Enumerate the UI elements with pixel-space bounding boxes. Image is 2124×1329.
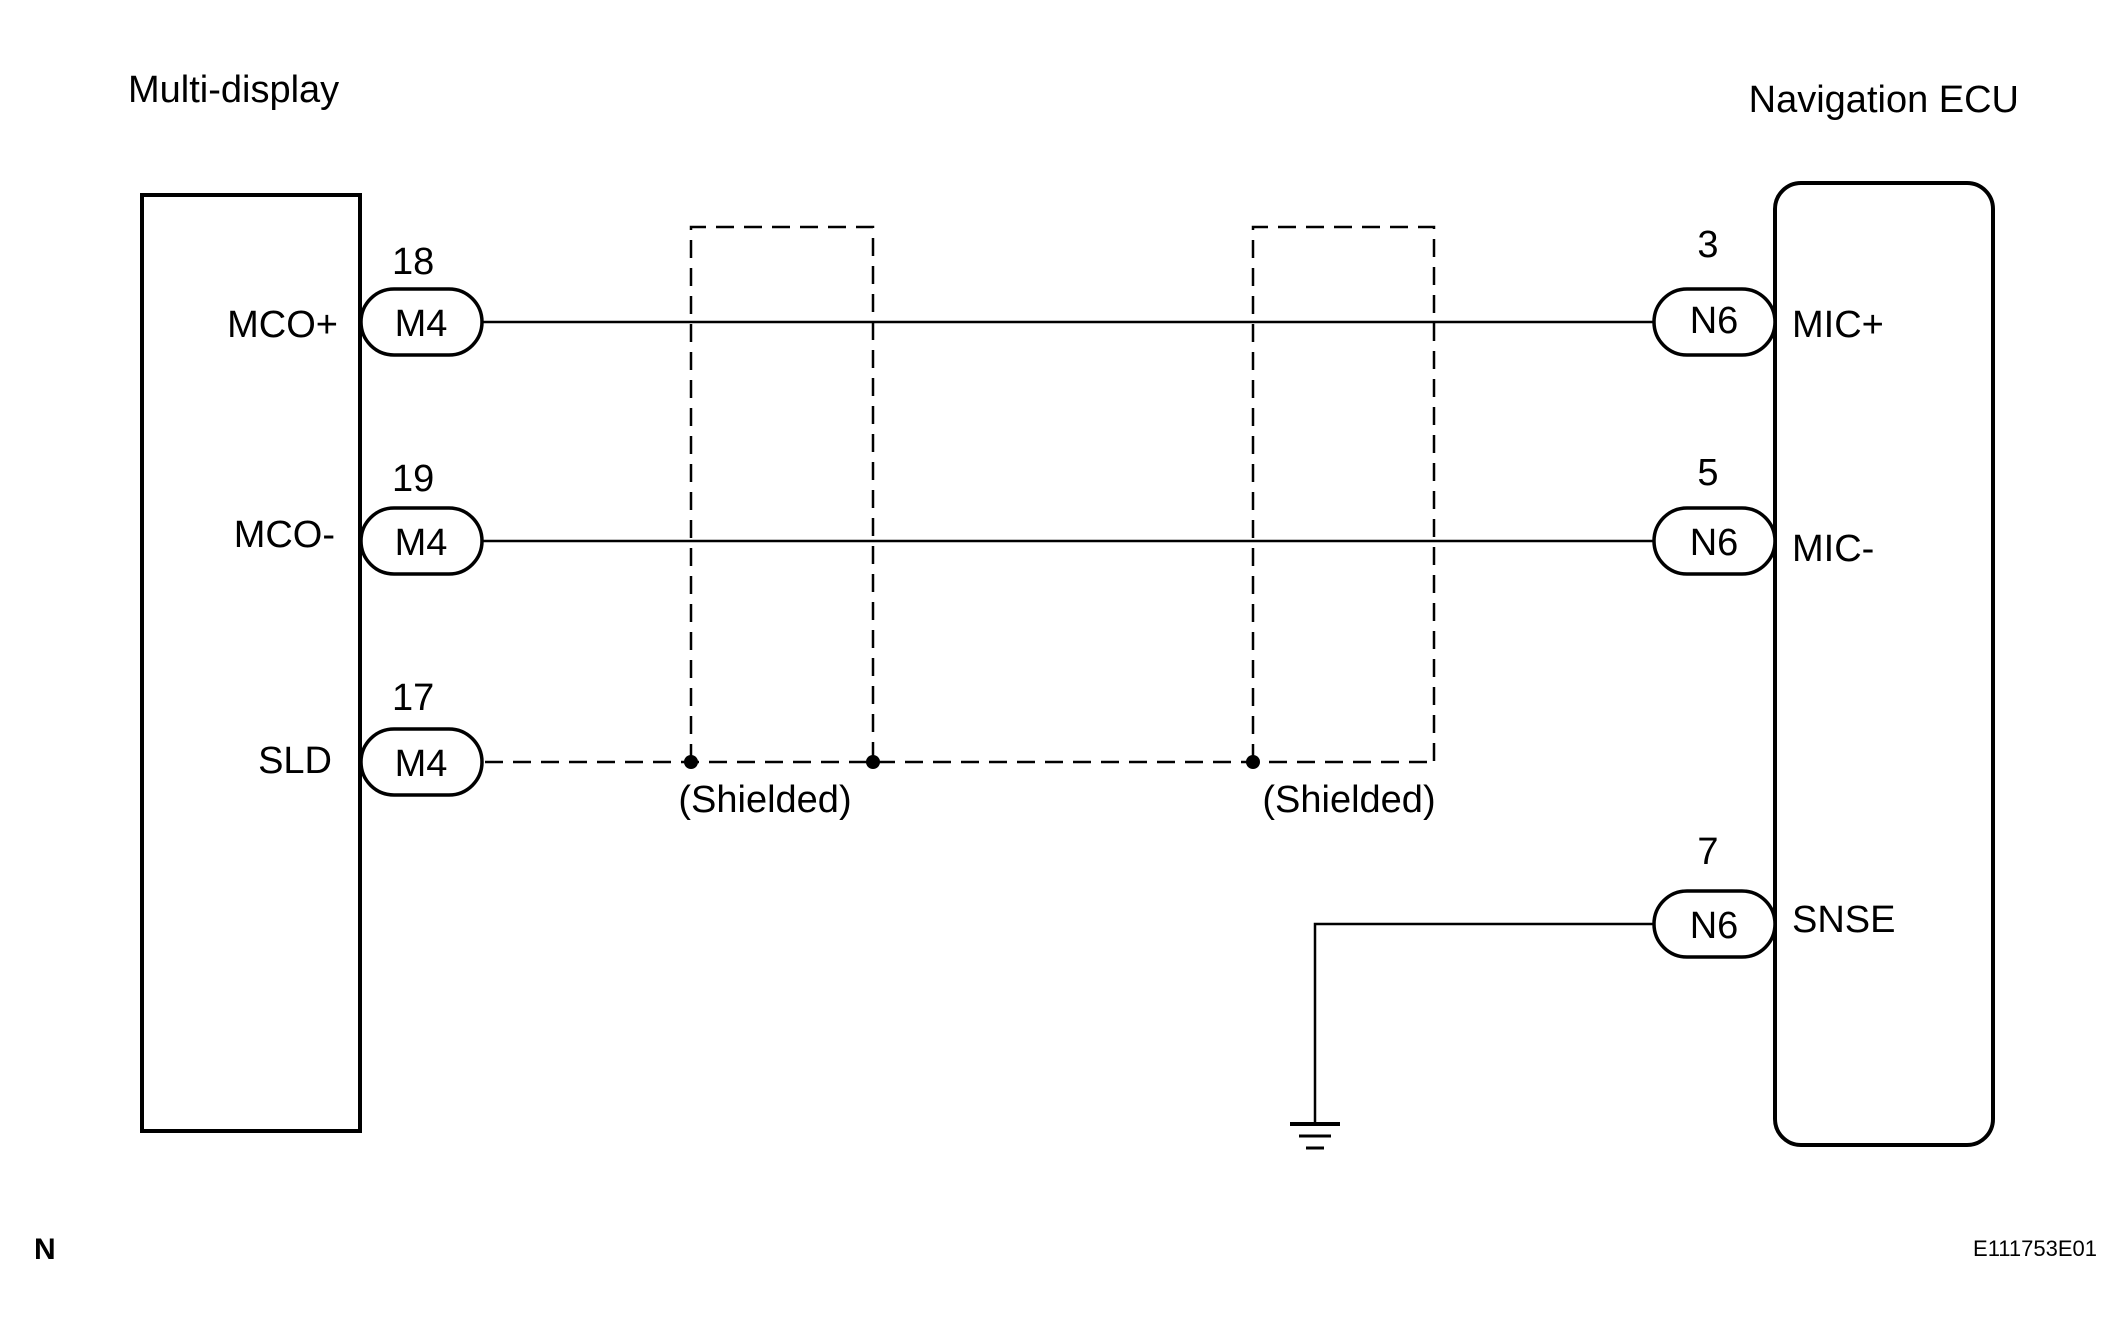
multi-display-box: [140, 193, 362, 1133]
pin-number: 17: [392, 677, 434, 719]
terminal-mic-minus: 5 N6 MIC-: [1652, 452, 1874, 576]
terminal-label: MIC+: [1792, 304, 1884, 346]
pin-number: 7: [1697, 831, 1718, 873]
pin-number: 18: [392, 241, 434, 283]
navigation-ecu-title: Navigation ECU: [1749, 79, 2019, 121]
multi-display-title: Multi-display: [128, 69, 339, 111]
terminal-label: MCO+: [227, 304, 338, 346]
terminal-snse: 7 N6 SNSE: [1652, 831, 1895, 959]
junction-dot: [684, 755, 698, 769]
junction-dot: [866, 755, 880, 769]
junction-dot: [1246, 755, 1260, 769]
terminal-sld: 17 SLD M4: [258, 677, 484, 797]
shield-label-right: (Shielded): [1262, 779, 1435, 821]
navigation-ecu-box: [1773, 181, 1995, 1147]
ground-icon: [1290, 1122, 1340, 1150]
connector-code: M4: [395, 303, 448, 345]
shield-label-left: (Shielded): [678, 779, 851, 821]
connector-pill: [1652, 889, 1777, 959]
terminal-label: MCO-: [234, 514, 335, 556]
connector-pill: [1652, 506, 1777, 576]
terminal-label: MIC-: [1792, 528, 1874, 570]
wire-snse-ground: [1313, 922, 1655, 1122]
pin-number: 3: [1697, 224, 1718, 266]
connector-pill: [359, 287, 484, 357]
figure-id: E111753E01: [1973, 1236, 2097, 1261]
shield-box-right: [1251, 225, 1436, 762]
connector-pill: [359, 727, 484, 797]
pin-number: 19: [392, 458, 434, 500]
connector-pill: [1652, 287, 1777, 357]
terminal-mic-plus: 3 N6 MIC+: [1652, 224, 1884, 357]
connector-code: M4: [395, 522, 448, 564]
connector-pill: [359, 506, 484, 576]
terminal-label: SLD: [258, 740, 332, 782]
terminal-mco-minus: 19 MCO- M4: [234, 458, 484, 576]
pin-number: 5: [1697, 452, 1718, 494]
connector-code: N6: [1690, 300, 1739, 342]
connector-code: M4: [395, 743, 448, 785]
connector-code: N6: [1690, 905, 1739, 947]
terminal-label: SNSE: [1792, 899, 1895, 941]
shield-box-left: [689, 225, 875, 762]
footer-left-mark: N: [34, 1233, 56, 1266]
connector-code: N6: [1690, 522, 1739, 564]
terminal-mco-plus: 18 MCO+ M4: [227, 241, 484, 357]
